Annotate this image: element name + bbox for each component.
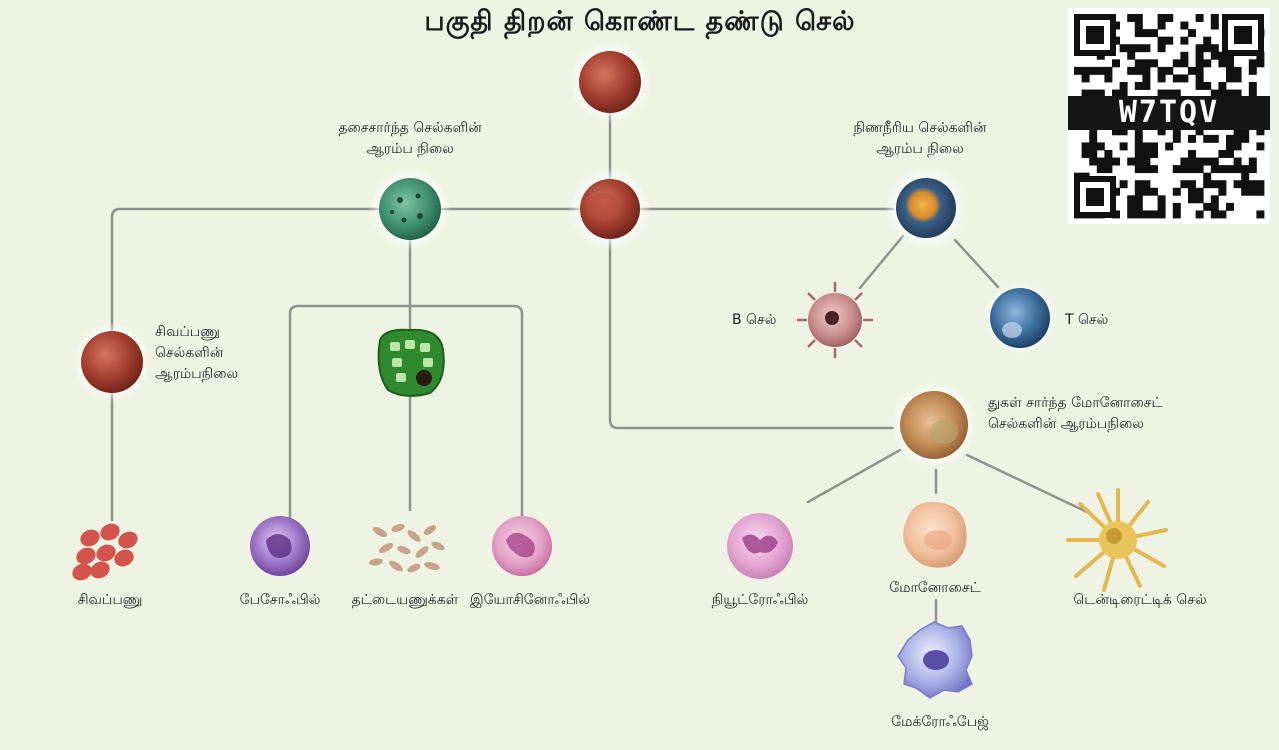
qr-code-text: W7TQV bbox=[1068, 96, 1270, 130]
myeloid-progenitor-cell bbox=[368, 167, 452, 251]
b-lymphocyte-cell bbox=[797, 282, 873, 358]
platelets-cluster bbox=[368, 522, 445, 574]
label-t-cell: T செல் bbox=[1065, 310, 1108, 331]
basophil-cell bbox=[250, 516, 310, 576]
label-gm-progenitor-line1: துகள் சார்ந்த மோனோசைட் bbox=[988, 393, 1163, 414]
label-b-cell: B செல் bbox=[732, 310, 776, 331]
macrophage-cell bbox=[898, 622, 972, 698]
red-blood-cells bbox=[70, 521, 141, 584]
granulocyte-monocyte-progenitor-cell bbox=[890, 381, 978, 469]
label-macrophage: மேக்ரோஃபேஜ் bbox=[870, 712, 1010, 733]
neutrophil-cell bbox=[727, 513, 793, 579]
eosinophil-cell bbox=[492, 516, 552, 576]
label-myeloid-progenitor-line1: தசைசார்ந்த செல்களின் bbox=[300, 118, 520, 139]
label-gm-progenitor-line2: செல்களின் ஆரம்பநிலை bbox=[988, 414, 1163, 435]
label-basophil: பேசோஃபில் bbox=[215, 590, 345, 611]
label-myeloid-progenitor: தசைசார்ந்த செல்களின் ஆரம்ப நிலை bbox=[300, 118, 520, 160]
label-lymphoid-progenitor-line1: நிணநீரிய செல்களின் bbox=[820, 118, 1020, 139]
label-myeloid-progenitor-line2: ஆரம்ப நிலை bbox=[300, 139, 520, 160]
monocyte-cell bbox=[903, 502, 967, 568]
label-lymphoid-progenitor-line2: ஆரம்ப நிலை bbox=[820, 139, 1020, 160]
label-dendritic-cell: டென்டிரைட்டிக் செல் bbox=[1050, 590, 1230, 611]
label-erythroid-progenitor: சிவப்பணு செல்களின் ஆரம்பநிலை bbox=[155, 322, 238, 385]
erythroid-progenitor-cell bbox=[72, 322, 152, 402]
multipotent-progenitor-cell bbox=[568, 167, 652, 251]
lymphoid-progenitor-cell bbox=[884, 166, 968, 250]
label-eosinophil: இயோசினோஃபில் bbox=[455, 590, 605, 611]
label-lymphoid-progenitor: நிணநீரிய செல்களின் ஆரம்ப நிலை bbox=[820, 118, 1020, 160]
label-neutrophil: நியூட்ரோஃபில் bbox=[690, 590, 830, 611]
label-erythroid-progenitor-line2: செல்களின் bbox=[155, 343, 238, 364]
megakaryocyte-cell bbox=[379, 330, 444, 396]
label-gm-progenitor: துகள் சார்ந்த மோனோசைட் செல்களின் ஆரம்பநி… bbox=[988, 393, 1163, 435]
label-erythroid-progenitor-line1: சிவப்பணு bbox=[155, 322, 238, 343]
qr-code: W7TQV bbox=[1068, 8, 1270, 224]
stem-cell-top bbox=[568, 40, 652, 124]
t-lymphocyte-cell bbox=[983, 281, 1057, 355]
label-monocyte: மோனோசைட் bbox=[870, 578, 1000, 599]
dendritic-cell bbox=[1068, 490, 1166, 590]
label-erythroid-progenitor-line3: ஆரம்பநிலை bbox=[155, 364, 238, 385]
label-red-blood-cell: சிவப்பணு bbox=[40, 590, 180, 611]
page-title: பகுதி திறன் கொண்ட தண்டு செல் bbox=[370, 6, 910, 41]
